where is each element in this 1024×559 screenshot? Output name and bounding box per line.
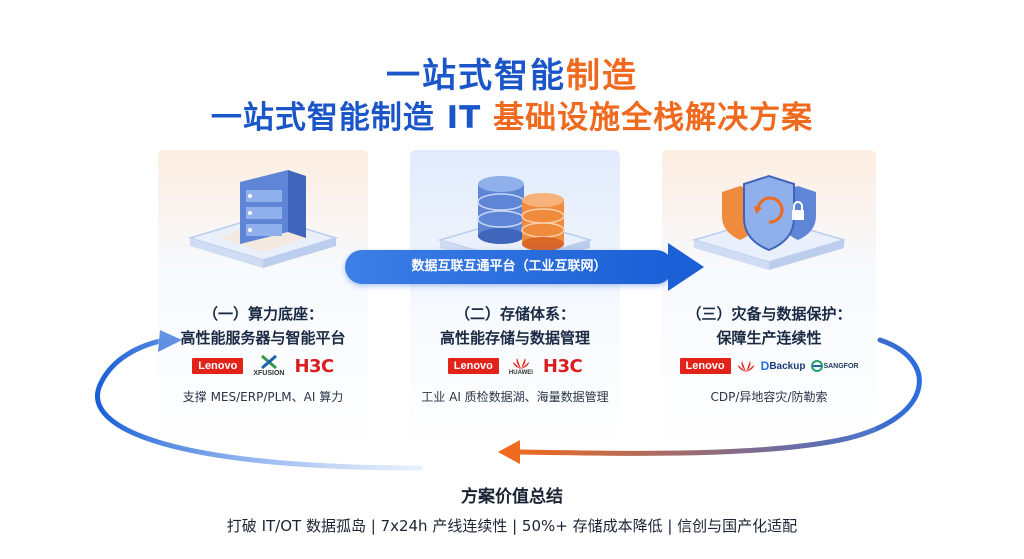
column-storage-subtitle: 工业 AI 质检数据湖、海量数据管理 [421,390,609,404]
sangfor-logo: SANGFOR [811,355,858,377]
page-title-line2: 一站式智能制造 IT 基础设施全栈解决方案 [0,92,1024,137]
column-protection-subtitle: CDP/异地容灾/防勒索 [710,390,828,404]
dbackup-logo-label: Backup [769,360,806,372]
huawei-petals-icon [737,361,754,372]
platform-band: 数据互联互通平台（工业互联网） [345,250,673,284]
h3c-logo: H3C [542,355,583,377]
column-protection-title-line1: （三）灾备与数据保护： [686,305,852,323]
dbackup-mark-icon: D [760,359,770,373]
huawei-logo [737,355,755,377]
sangfor-mark-icon [811,360,824,372]
xfusion-logo: XFUSION [253,355,284,377]
summary-line: 打破 IT/OT 数据孤岛 | 7x24h 产线连续性 | 50%+ 存储成本降… [226,517,798,535]
h3c-logo: H3C [294,355,334,377]
column-protection-title: （三）灾备与数据保护： 保障生产连续性 [662,302,876,350]
loop-arc-left [95,337,423,471]
column-compute-title-line1: （一）算力底座： [202,305,323,323]
column-compute: （一）算力底座： 高性能服务器与智能平台 Lenovo XFUSION H3C … [158,150,368,450]
column-storage: （二）存储体系： 高性能存储与数据管理 Lenovo HUAWEI H3C 工业… [410,150,620,450]
title-line2-part1: 一站式智能制造 IT [210,100,494,136]
platform-band-arrowhead-icon [668,243,704,291]
xfusion-mark-icon [260,355,277,369]
xfusion-logo-label: XFUSION [253,370,285,377]
column-compute-logos: Lenovo XFUSION H3C [158,355,368,377]
column-storage-title-line2: 高性能存储与数据管理 [439,329,590,347]
page-title-line1: 一站式智能制造 [0,48,1024,97]
column-storage-logos: Lenovo HUAWEI H3C [410,355,620,377]
column-storage-title-line1: （二）存储体系： [454,305,575,323]
column-protection-title-line2: 保障生产连续性 [716,329,822,347]
huawei-logo: HUAWEI [509,355,533,377]
sangfor-logo-label: SANGFOR [823,362,859,370]
summary-title: 方案价值总结 [461,487,563,507]
title-line1-part2: 制造 [566,56,638,96]
column-storage-title: （二）存储体系： 高性能存储与数据管理 [410,302,620,350]
lenovo-logo: Lenovo [447,358,499,374]
title-line2-part2: 基础设施全栈解决方案 [493,100,814,136]
huawei-logo-label: HUAWEI [508,370,533,376]
huawei-petals-icon [512,358,529,369]
column-compute-title-line2: 高性能服务器与智能平台 [180,329,346,347]
shield-icon [691,174,847,270]
title-line1-part1: 一站式智能 [386,56,566,96]
column-compute-subtitle: 支撑 MES/ERP/PLM、AI 算力 [182,390,344,404]
lenovo-logo: Lenovo [679,358,731,374]
server-icon [187,170,339,268]
column-compute-title: （一）算力底座： 高性能服务器与智能平台 [158,302,368,350]
lenovo-logo: Lenovo [192,358,244,374]
